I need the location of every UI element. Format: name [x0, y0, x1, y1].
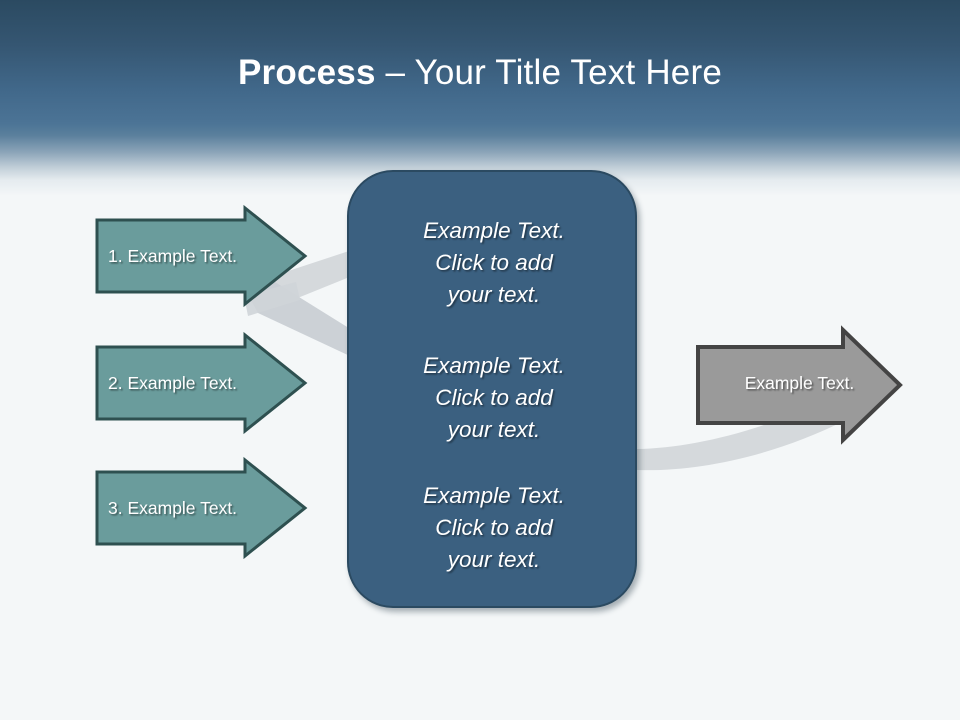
header-band: [0, 0, 960, 200]
process-box[interactable]: Example Text. Click to add your text. Ex…: [347, 170, 637, 608]
output-arrow-label: Example Text.: [744, 372, 855, 393]
arrow-right-icon: [95, 204, 308, 308]
page-title-rest: – Your Title Text Here: [375, 53, 722, 92]
page-title: Process – Your Title Text Here: [0, 51, 960, 95]
process-box-text-2: Example Text. Click to add your text.: [423, 353, 565, 442]
input-arrow-1-label: 1. Example Text.: [108, 245, 238, 266]
input-arrow-2-label: 2. Example Text.: [108, 372, 238, 393]
input-arrow-3-label: 3. Example Text.: [108, 497, 238, 518]
arrow-right-icon: [95, 456, 308, 560]
process-box-text-1: Example Text. Click to add your text.: [423, 218, 565, 307]
page-title-bold: Process: [238, 53, 376, 92]
arrow-right-icon: [95, 331, 308, 435]
arrow-right-icon: [696, 325, 903, 445]
process-box-text-3: Example Text. Click to add your text.: [423, 483, 565, 572]
